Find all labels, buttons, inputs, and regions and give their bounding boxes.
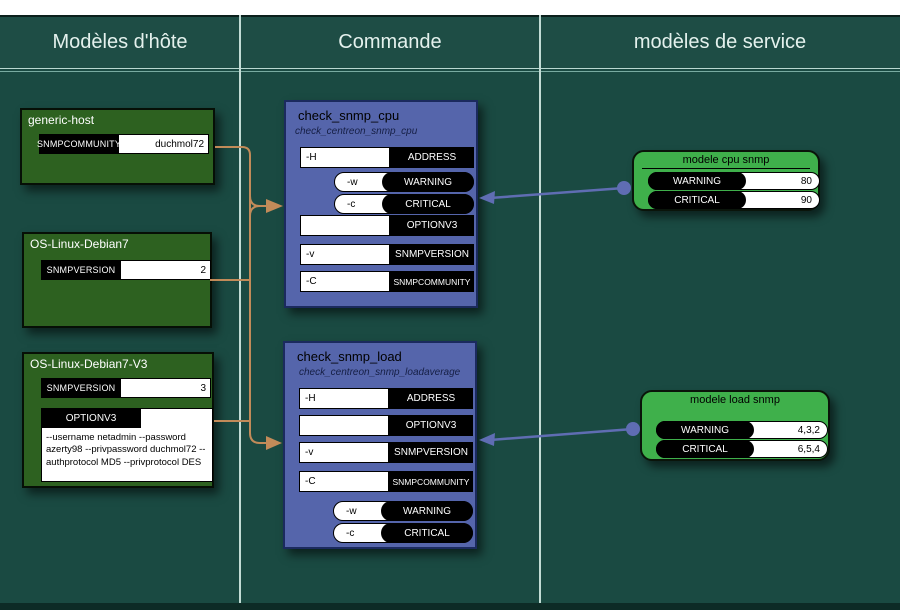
macro-label: SNMPCOMMUNITY xyxy=(37,134,121,154)
command-arg-row: -w WARNING xyxy=(333,501,473,521)
column-divider-2 xyxy=(539,15,541,610)
command-arg-row: -v SNMPVERSION xyxy=(300,244,474,265)
macro-value: duchmol72 xyxy=(119,134,209,154)
macro-value: 3 xyxy=(121,378,211,398)
command-name: check_snmp_cpu xyxy=(298,108,400,123)
command-line-name: check_centreon_snmp_cpu xyxy=(295,126,418,137)
host-template-name: OS-Linux-Debian7-V3 xyxy=(30,357,148,371)
macro-value: 2 xyxy=(121,260,211,280)
macro-name: CRITICAL xyxy=(382,194,474,214)
arg-flag: -v xyxy=(300,244,390,265)
macro-label: WARNING xyxy=(656,421,754,439)
service-template-modele-load-snmp[interactable]: modele load snmp WARNING 4,3,2 CRITICAL … xyxy=(640,390,830,461)
host-template-os-linux-debian7-v3[interactable]: OS-Linux-Debian7-V3 SNMPVERSION 3 OPTION… xyxy=(22,352,214,488)
macro-label: OPTIONV3 xyxy=(41,408,141,428)
macro-name: ADDRESS xyxy=(389,388,473,409)
arg-flag: -C xyxy=(300,271,390,292)
arg-flag: -H xyxy=(300,147,390,168)
header-divider-line xyxy=(0,71,900,72)
command-arg-row: -c CRITICAL xyxy=(333,523,473,543)
command-check-snmp-cpu[interactable]: check_snmp_cpu check_centreon_snmp_cpu -… xyxy=(284,100,478,308)
column-header-host-templates: Modèles d'hôte xyxy=(52,31,188,53)
top-margin-strip xyxy=(0,0,900,15)
command-arg-row: OPTIONV3 xyxy=(300,215,474,236)
column-header-service-templates: modèles de service xyxy=(633,31,807,53)
arg-flag xyxy=(299,415,389,436)
macro-name: OPTIONV3 xyxy=(390,215,474,236)
command-arg-row: -c CRITICAL xyxy=(334,194,474,214)
arg-flag: -C xyxy=(299,471,389,492)
macro-value: 90 xyxy=(800,194,812,206)
macro-name: OPTIONV3 xyxy=(389,415,473,436)
macro-label: CRITICAL xyxy=(656,440,754,458)
macro-value: 4,3,2 xyxy=(797,424,820,436)
service-template-name: modele cpu snmp xyxy=(642,154,810,169)
macro-name: SNMPVERSION xyxy=(389,442,473,463)
service-macro-row: WARNING 80 xyxy=(648,172,820,190)
command-arg-row: -H ADDRESS xyxy=(300,147,474,168)
macro-name: SNMPCOMMUNITY xyxy=(389,471,473,492)
optionv3-block: OPTIONV3 --username netadmin --password … xyxy=(41,408,213,482)
host-template-name: generic-host xyxy=(28,113,95,127)
command-arg-row: OPTIONV3 xyxy=(299,415,473,436)
column-header-band: Modèles d'hôte Commande modèles de servi… xyxy=(0,15,900,69)
host-template-name: OS-Linux-Debian7 xyxy=(30,237,129,251)
macro-name: WARNING xyxy=(381,501,473,521)
macro-label: CRITICAL xyxy=(648,191,746,209)
service-template-modele-cpu-snmp[interactable]: modele cpu snmp WARNING 80 CRITICAL 90 xyxy=(632,150,820,211)
command-line-name: check_centreon_snmp_loadaverage xyxy=(299,367,461,378)
macro-name: SNMPVERSION xyxy=(390,244,474,265)
arg-flag: -v xyxy=(299,442,389,463)
service-template-name: modele load snmp xyxy=(690,394,780,406)
command-arg-row: -v SNMPVERSION xyxy=(299,442,473,463)
host-template-generic-host[interactable]: generic-host SNMPCOMMUNITY duchmol72 xyxy=(20,108,215,185)
macro-name: WARNING xyxy=(382,172,474,192)
command-check-snmp-load[interactable]: check_snmp_load check_centreon_snmp_load… xyxy=(283,341,477,549)
command-arg-row: -H ADDRESS xyxy=(299,388,473,409)
host-template-os-linux-debian7[interactable]: OS-Linux-Debian7 SNMPVERSION 2 xyxy=(22,232,212,328)
optionv3-value-text: --username netadmin --password azerty98 … xyxy=(46,432,206,468)
macro-value: 80 xyxy=(800,175,812,187)
column-divider-1 xyxy=(239,15,241,610)
service-macro-row: CRITICAL 6,5,4 xyxy=(656,440,828,458)
arg-flag xyxy=(300,215,390,236)
macro-name: ADDRESS xyxy=(390,147,474,168)
command-arg-row: -C SNMPCOMMUNITY xyxy=(300,271,474,292)
macro-label: WARNING xyxy=(648,172,746,190)
command-name: check_snmp_load xyxy=(297,349,402,364)
service-macro-row: CRITICAL 90 xyxy=(648,191,820,209)
service-macro-row: WARNING 4,3,2 xyxy=(656,421,828,439)
command-arg-row: -C SNMPCOMMUNITY xyxy=(299,471,473,492)
bottom-edge-strip xyxy=(0,603,900,610)
command-arg-row: -w WARNING xyxy=(334,172,474,192)
column-header-commands: Commande xyxy=(338,31,442,53)
macro-label: SNMPVERSION xyxy=(41,378,121,398)
macro-name: CRITICAL xyxy=(381,523,473,543)
macro-value: 6,5,4 xyxy=(797,443,820,455)
macro-name: SNMPCOMMUNITY xyxy=(390,271,474,292)
arg-flag: -H xyxy=(299,388,389,409)
macro-label: SNMPVERSION xyxy=(41,260,121,280)
